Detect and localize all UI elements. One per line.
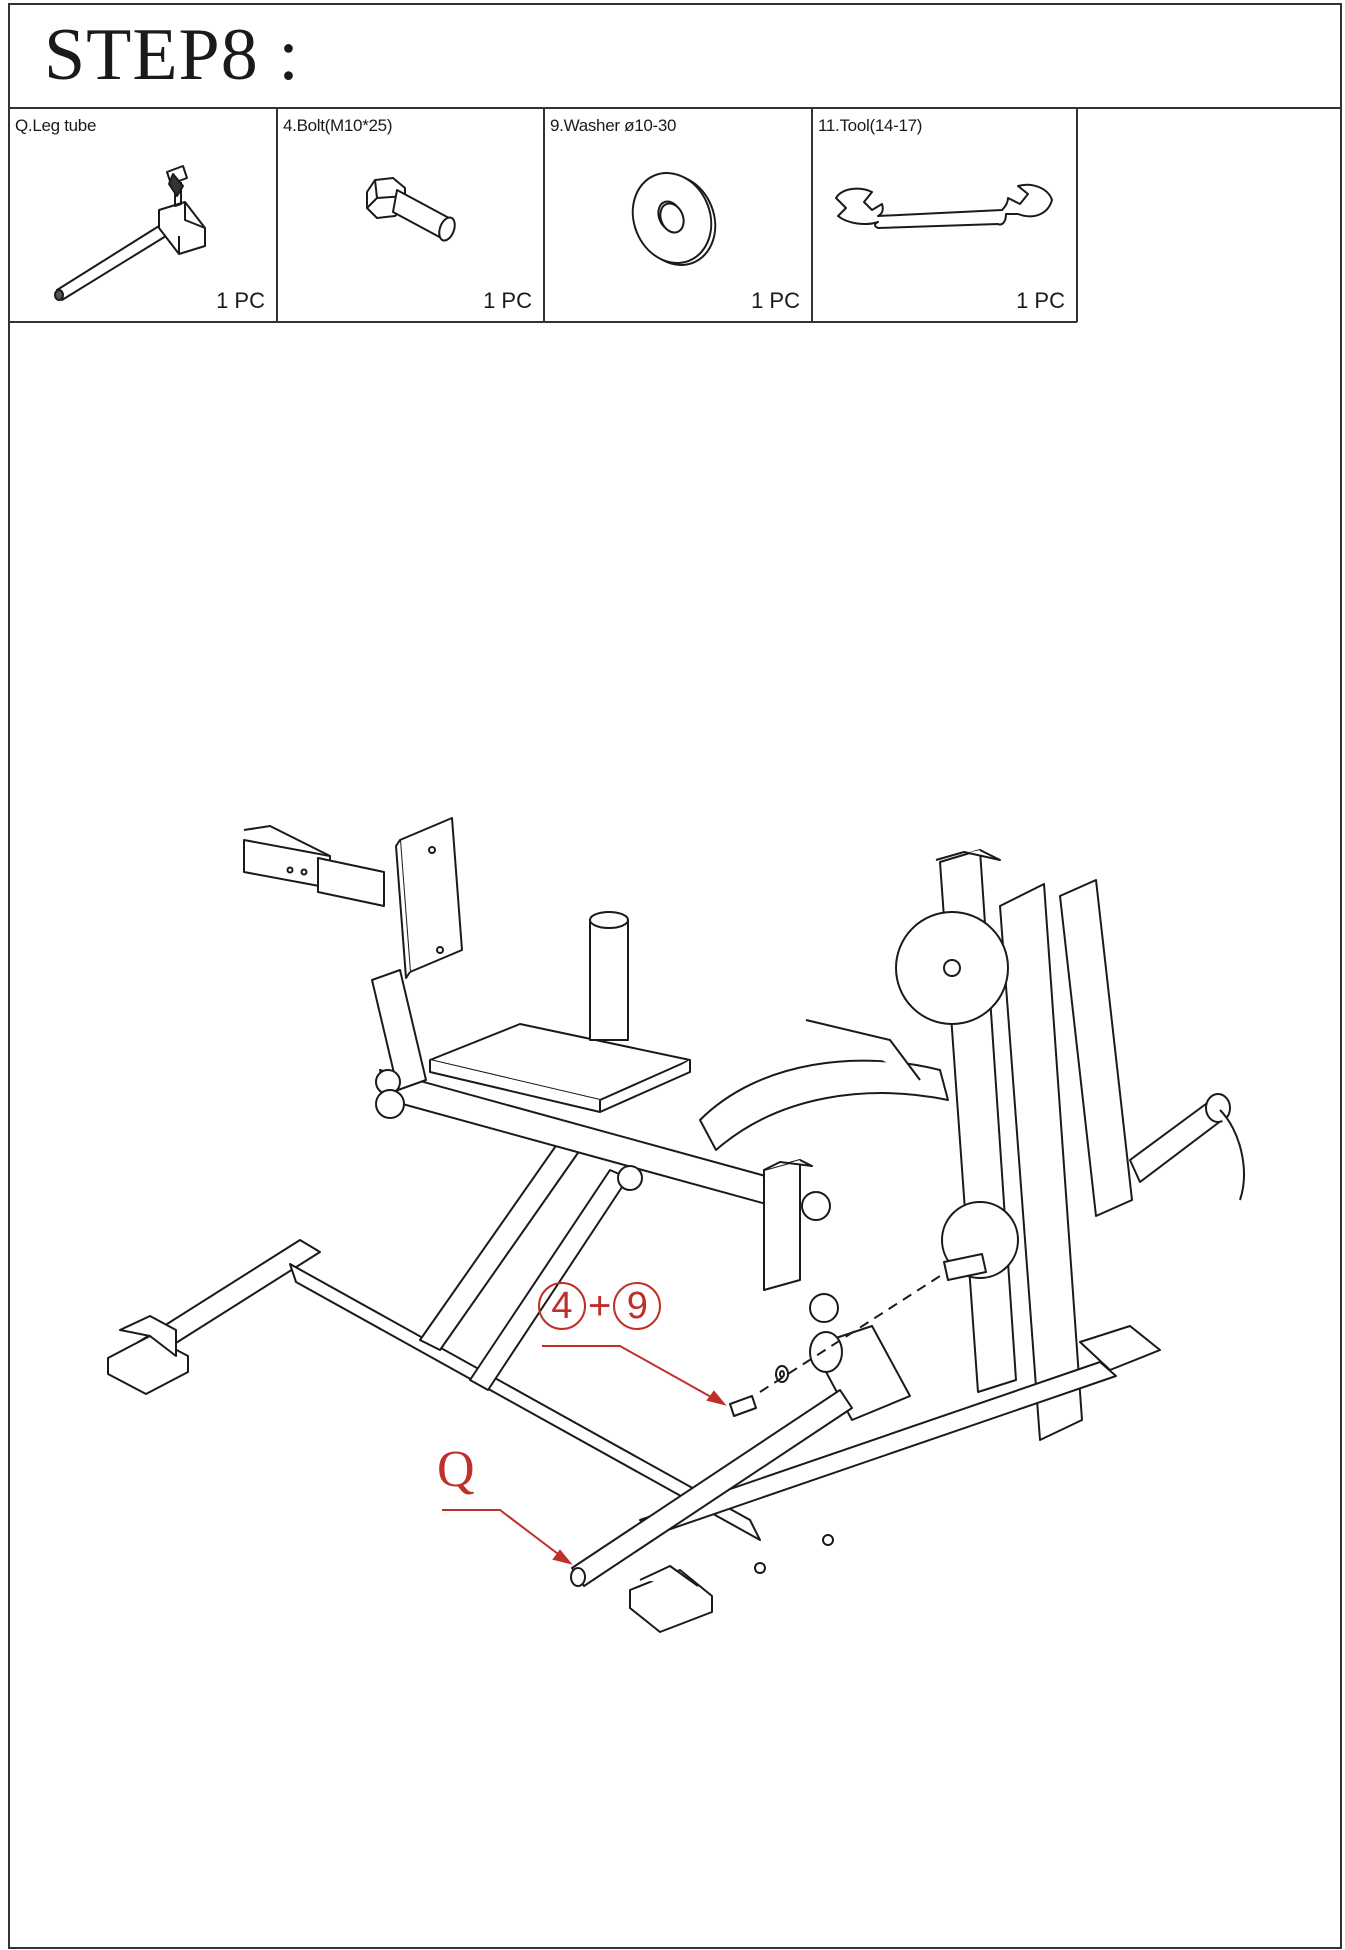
curved-rear-frame <box>699 1059 949 1151</box>
part-cell-bolt: 4.Bolt(M10*25) 1 PC <box>277 110 544 322</box>
part-label: Q.Leg tube <box>15 116 97 135</box>
part-quantity: 1 PC <box>1016 288 1065 313</box>
part-quantity: 1 PC <box>751 288 800 313</box>
part-label: 9.Washer ø10-30 <box>550 116 677 135</box>
part-cell-tool: 11.Tool(14-17) 1 PC <box>812 110 1077 322</box>
adjust-post <box>763 1159 801 1291</box>
part-quantity: 1 PC <box>216 288 265 313</box>
part-cell-leg-tube: Q.Leg tube 1 PC <box>9 110 277 322</box>
part-label: 11.Tool(14-17) <box>818 116 923 135</box>
callout-washer-number: 9 <box>613 1282 662 1330</box>
step-title: STEP8 : <box>44 14 300 96</box>
bolt-icon <box>366 177 456 242</box>
right-rear-foot <box>1079 1325 1161 1371</box>
lever-arm <box>999 883 1083 1441</box>
callout-bolt-washer: 4 + 9 <box>538 1282 662 1330</box>
callout-plus: + <box>588 1283 612 1328</box>
leg-tube-icon <box>54 165 206 301</box>
cross-tube-front <box>289 1263 761 1541</box>
arrow-to-leg-tube <box>442 1509 567 1561</box>
leg-tube-q <box>571 1389 853 1587</box>
arrow-to-bolt <box>542 1345 721 1403</box>
washer-icon <box>631 172 717 266</box>
part-quantity: 1 PC <box>483 288 532 313</box>
back-pad <box>399 817 463 973</box>
part-label: 4.Bolt(M10*25) <box>283 116 393 135</box>
callout-bolt-number: 4 <box>538 1282 586 1330</box>
callout-q-label: Q <box>437 1441 475 1498</box>
part-cell-washer: 9.Washer ø10-30 1 PC <box>544 110 812 322</box>
bolt-4 <box>729 1395 757 1417</box>
wrench-icon <box>835 183 1053 229</box>
front-post <box>371 969 427 1091</box>
weight-post <box>589 919 629 1041</box>
right-front-foot <box>629 1569 713 1633</box>
